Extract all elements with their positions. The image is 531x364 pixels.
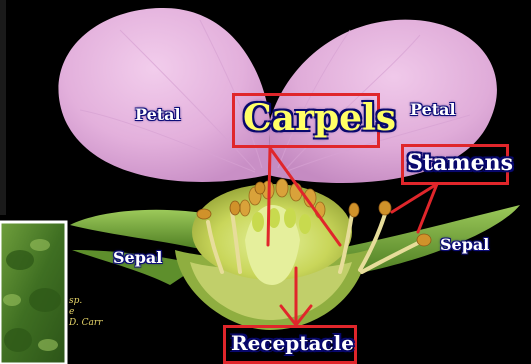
- receptacle-label: Receptacle: [231, 333, 354, 353]
- carpels-label: Carpels: [243, 100, 396, 136]
- credit-line-2: e: [69, 307, 74, 317]
- photo-credit: sp. e D. Carr: [69, 296, 102, 329]
- petal-right-label: Petal: [410, 102, 456, 118]
- petal-left-label: Petal: [135, 107, 181, 123]
- sepal-left-label: Sepal: [113, 250, 162, 266]
- sepal-right-label: Sepal: [440, 237, 489, 253]
- credit-line-1: sp.: [69, 296, 82, 306]
- credit-line-3: D. Carr: [69, 318, 102, 328]
- stamens-label: Stamens: [407, 152, 513, 174]
